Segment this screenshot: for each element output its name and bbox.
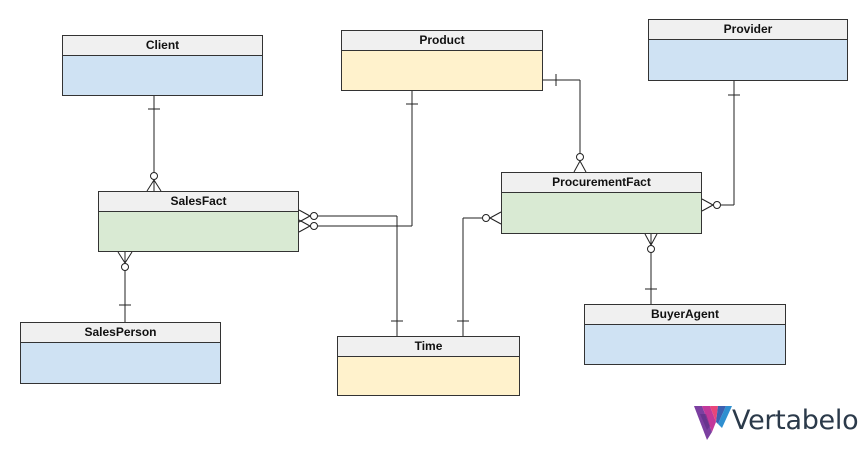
table-buyeragent-body: [585, 325, 785, 364]
table-procurementfact[interactable]: ProcurementFact: [501, 172, 702, 234]
table-salesfact-body: [99, 212, 298, 251]
relationship-provider-procurementfact: [701, 81, 740, 212]
table-client-title: Client: [63, 36, 262, 56]
relationship-product-procurementfact: [543, 74, 587, 173]
table-time-body: [338, 357, 519, 395]
table-salesfact-title: SalesFact: [99, 192, 298, 212]
vertabelo-logo: Vertabelo: [692, 402, 862, 448]
table-buyeragent[interactable]: BuyerAgent: [584, 304, 786, 365]
table-salesperson-title: SalesPerson: [21, 323, 220, 343]
relationship-buyeragent-procurementfact: [644, 233, 658, 304]
table-provider[interactable]: Provider: [648, 19, 848, 81]
relationship-salesperson-salesfact: [117, 251, 133, 322]
relationship-product-salesfact: [298, 91, 418, 233]
table-buyeragent-title: BuyerAgent: [585, 305, 785, 325]
table-time[interactable]: Time: [337, 336, 520, 396]
table-client[interactable]: Client: [62, 35, 263, 96]
table-procurementfact-body: [502, 193, 701, 233]
relationship-time-procurementfact: [457, 211, 502, 336]
relationship-client-salesfact: [146, 96, 162, 192]
table-product[interactable]: Product: [341, 30, 543, 91]
table-salesperson-body: [21, 343, 220, 383]
table-salesperson[interactable]: SalesPerson: [20, 322, 221, 384]
table-salesfact[interactable]: SalesFact: [98, 191, 299, 252]
table-product-body: [342, 51, 542, 90]
relationship-time-salesfact: [298, 209, 403, 336]
table-client-body: [63, 56, 262, 95]
table-time-title: Time: [338, 337, 519, 357]
vertabelo-logo-icon: [694, 406, 732, 440]
table-procurementfact-title: ProcurementFact: [502, 173, 701, 193]
table-provider-title: Provider: [649, 20, 847, 40]
vertabelo-logo-text: Vertabelo: [732, 405, 859, 436]
table-product-title: Product: [342, 31, 542, 51]
table-provider-body: [649, 40, 847, 80]
